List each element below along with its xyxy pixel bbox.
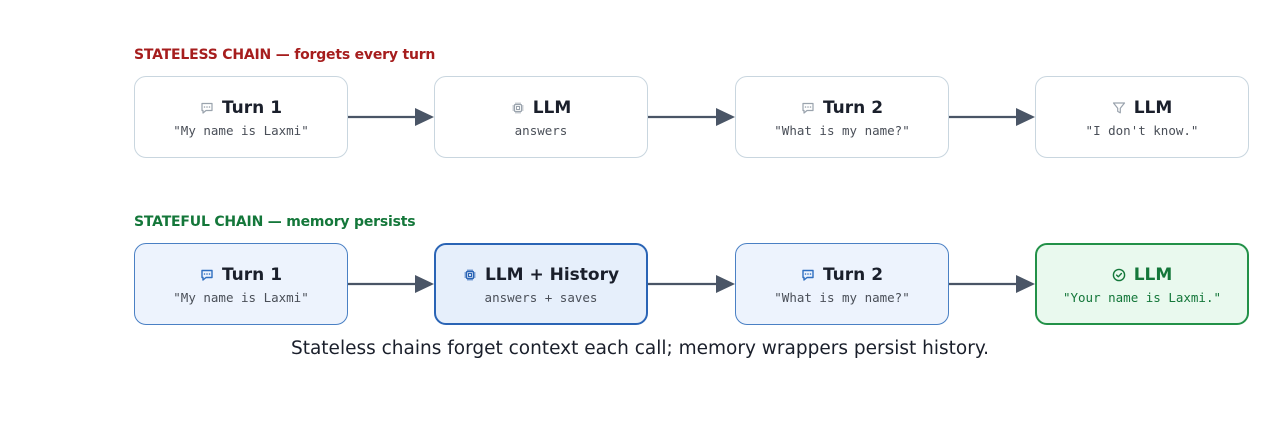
stateless-llm-answer-node: LLM "I don't know." <box>1035 76 1249 158</box>
node-subtitle: "What is my name?" <box>774 290 910 305</box>
stateful-chain-label: STATEFUL CHAIN — memory persists <box>134 214 416 230</box>
chat-icon <box>801 101 815 115</box>
stateless-turn1-node: Turn 1 "My name is Laxmi" <box>134 76 348 158</box>
arrowhead-stateful-3 <box>1016 275 1035 293</box>
node-subtitle: answers + saves <box>484 290 598 305</box>
arrowhead-stateless-2 <box>716 108 735 126</box>
node-subtitle: "What is my name?" <box>774 123 910 138</box>
stateful-llm-history-node: LLM + History answers + saves <box>434 243 648 325</box>
stateful-turn2-node: Turn 2 "What is my name?" <box>735 243 949 325</box>
node-subtitle: "My name is Laxmi" <box>173 123 309 138</box>
stateful-llm-answer-node: LLM "Your name is Laxmi." <box>1035 243 1249 325</box>
arrowhead-stateful-1 <box>415 275 434 293</box>
node-subtitle: "I don't know." <box>1085 123 1199 138</box>
node-title: Turn 1 <box>221 98 283 118</box>
arrowhead-stateful-2 <box>716 275 735 293</box>
arrowhead-stateless-1 <box>415 108 434 126</box>
node-title: LLM + History <box>484 265 620 285</box>
diagram-caption: Stateless chains forget context each cal… <box>290 338 990 359</box>
node-title: Turn 2 <box>822 98 884 118</box>
node-subtitle: "My name is Laxmi" <box>173 290 309 305</box>
chat-icon <box>801 268 815 282</box>
chip-icon <box>511 101 525 115</box>
node-subtitle: "Your name is Laxmi." <box>1062 290 1222 305</box>
node-title: LLM <box>1133 98 1173 118</box>
stateless-chain-label: STATELESS CHAIN — forgets every turn <box>134 47 436 63</box>
stateless-turn2-node: Turn 2 "What is my name?" <box>735 76 949 158</box>
filter-icon <box>1112 101 1126 115</box>
chat-icon <box>200 268 214 282</box>
node-title: LLM <box>1133 265 1173 285</box>
chat-icon <box>200 101 214 115</box>
node-title: Turn 1 <box>221 265 283 285</box>
node-subtitle: answers <box>514 123 568 138</box>
chip-icon <box>463 268 477 282</box>
check-circle-icon <box>1112 268 1126 282</box>
arrowhead-stateless-3 <box>1016 108 1035 126</box>
stateful-turn1-node: Turn 1 "My name is Laxmi" <box>134 243 348 325</box>
stateless-llm-node: LLM answers <box>434 76 648 158</box>
node-title: Turn 2 <box>822 265 884 285</box>
node-title: LLM <box>532 98 572 118</box>
